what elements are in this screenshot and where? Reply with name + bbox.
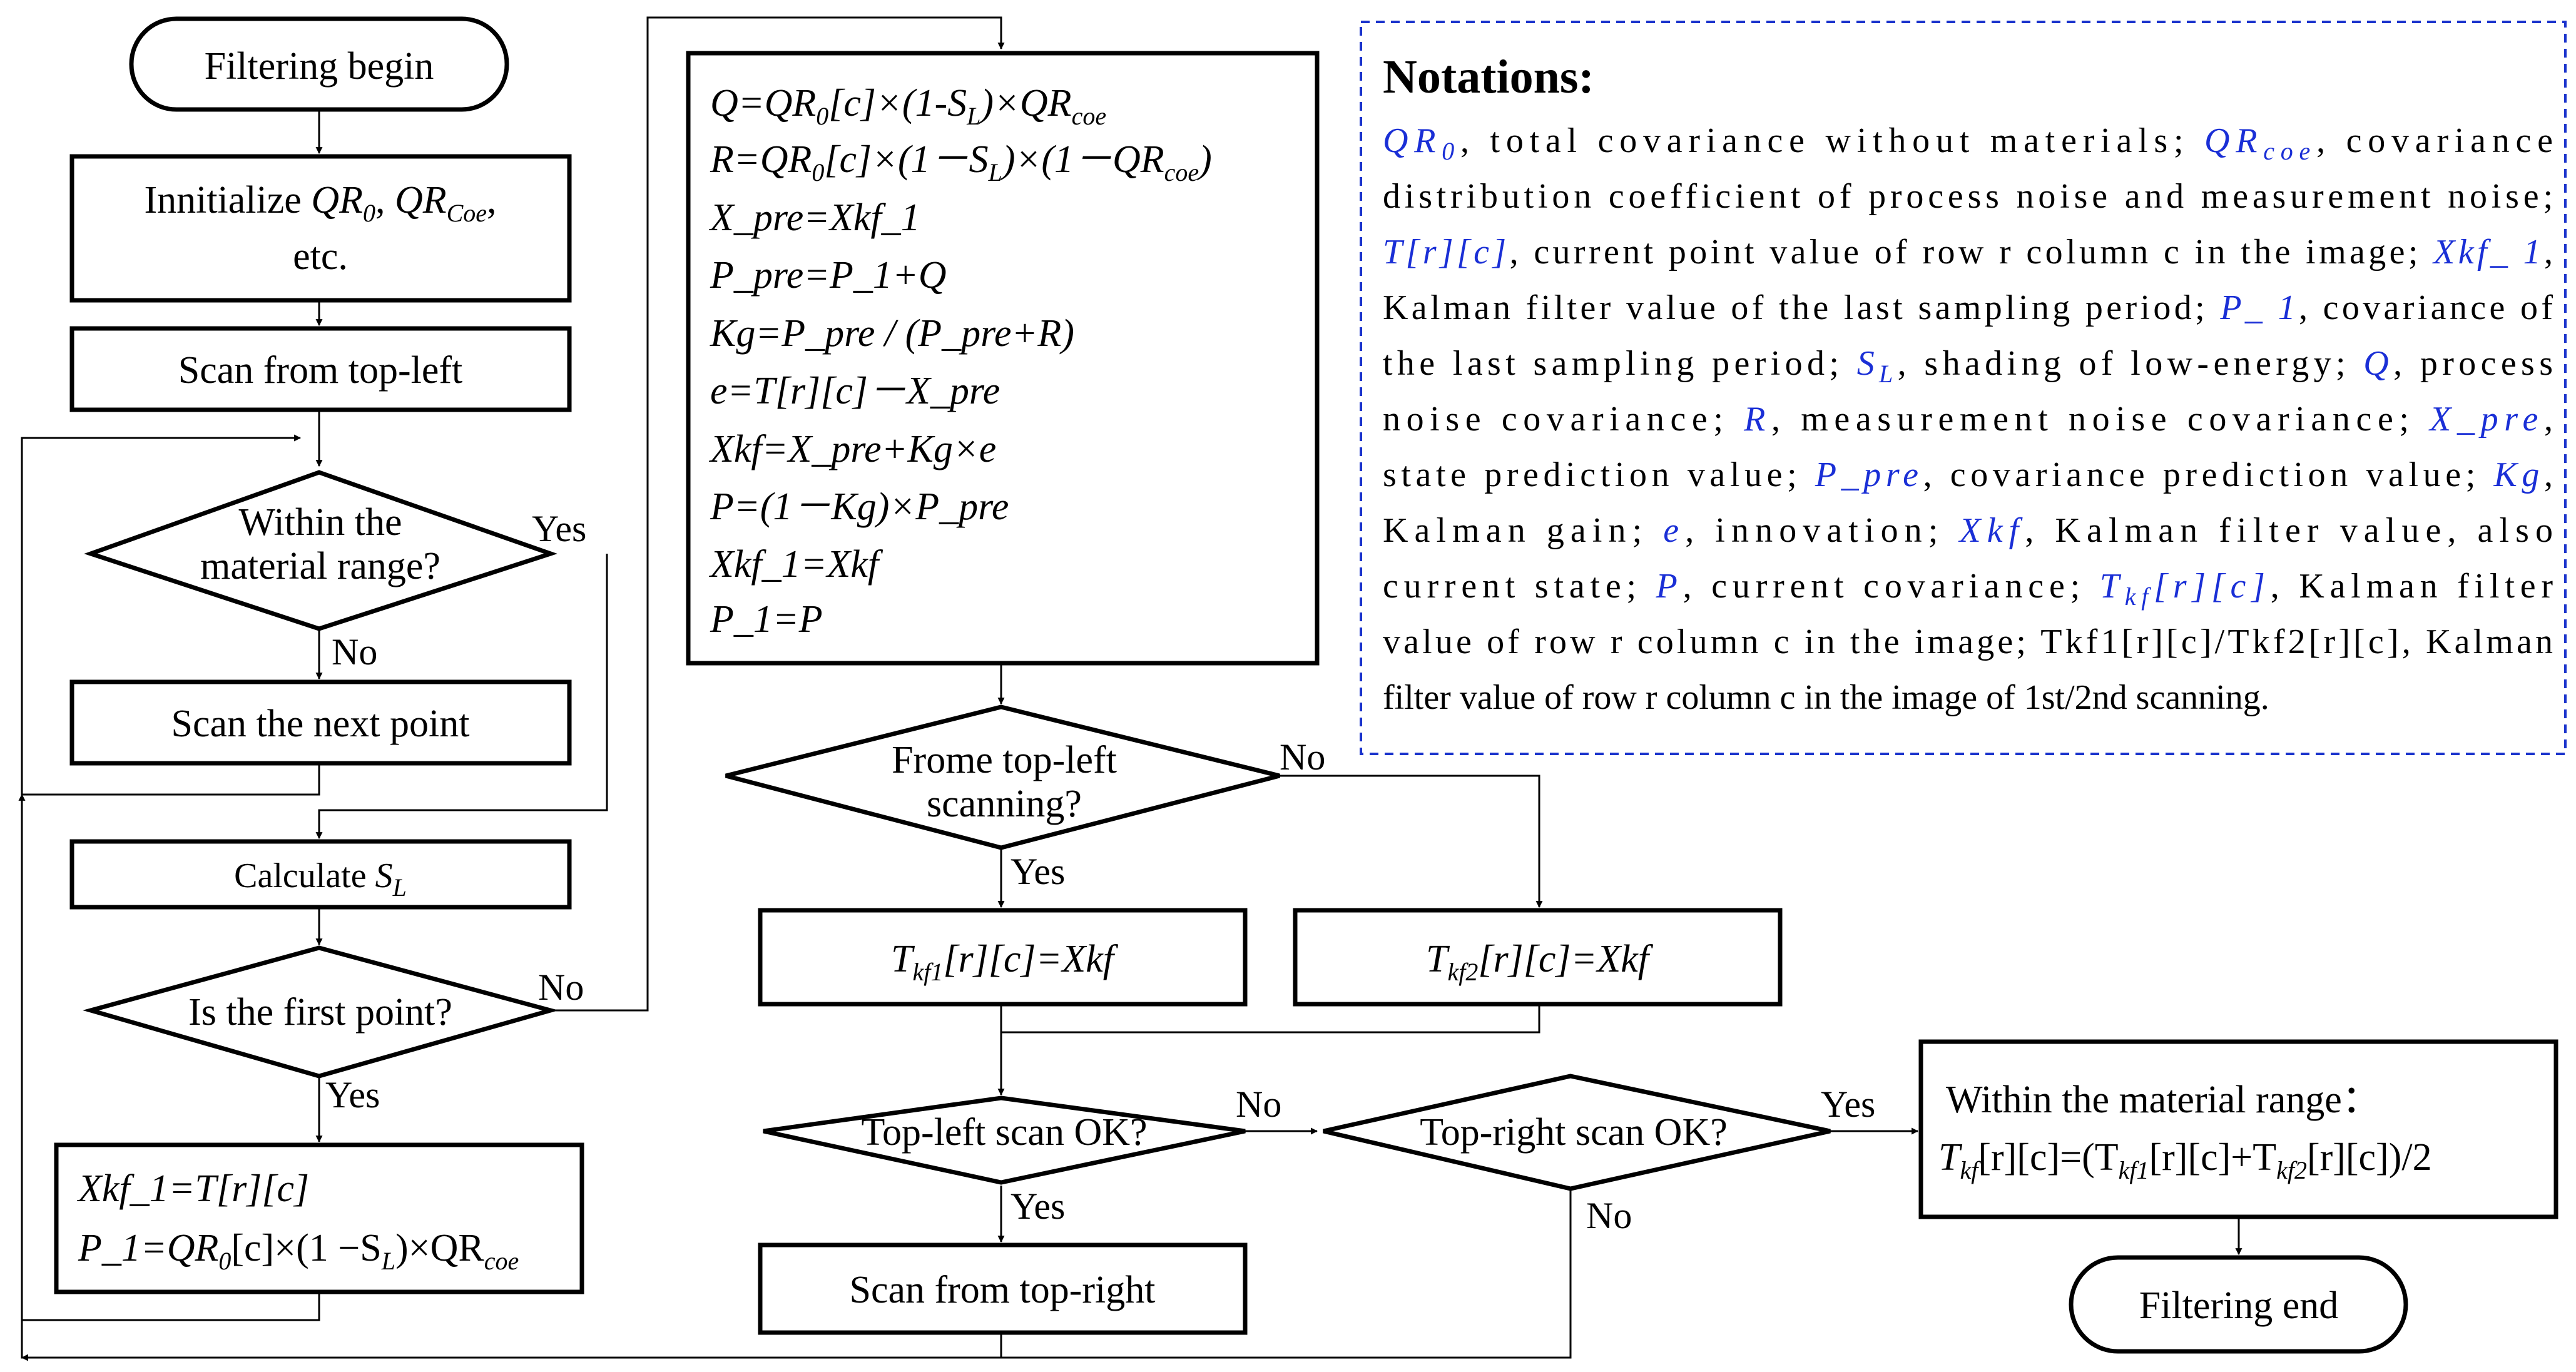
from-tl-line-2: scanning?: [927, 783, 1082, 825]
kalman-p-line: P=(1－Kg)×P_pre: [710, 485, 1009, 528]
end-label: Filtering end: [2139, 1284, 2339, 1327]
tkf1-box: Tkf1[r][c]=Xkf: [758, 908, 1248, 1007]
first-point-decision: Is the first point?: [83, 945, 559, 1079]
initialize-box: Innitialize QR0, QRCoe, etc.: [69, 154, 572, 303]
kalman-xkf-line: Xkf=X_pre+Kg×e: [708, 428, 996, 470]
first-point-no-label: No: [538, 967, 584, 1008]
start-label: Filtering begin: [205, 45, 434, 88]
init-xkf-box: Xkf_1=T[r][c] P_1=QR0[c]×(1 −SL)×QRcoe: [54, 1142, 584, 1294]
scan-top-right-label: Scan from top-right: [849, 1269, 1155, 1311]
init-line-2: etc.: [293, 235, 348, 278]
scan-top-left-label: Scan from top-left: [178, 349, 463, 392]
first-point-label: Is the first point?: [188, 991, 452, 1034]
branch-labels: Yes No No Yes No Yes No Yes Yes No: [325, 508, 1875, 1236]
final-line-2: Tkf[r][c]=(Tkf1[r][c]+Tkf2[r][c])/2: [1938, 1136, 2432, 1184]
conn-scantr-loop: [21, 1333, 1002, 1361]
tkf2-label: Tkf2[r][c]=Xkf: [1426, 938, 1654, 986]
tl-ok-label: Top-left scan OK?: [861, 1111, 1147, 1154]
from-top-left-decision: Frome top-left scanning?: [725, 704, 1280, 850]
within-material-decision: Within the material range?: [84, 470, 557, 631]
tkf2-box: Tkf2[r][c]=Xkf: [1293, 908, 1783, 1007]
tr-ok-yes-label: Yes: [1821, 1084, 1875, 1125]
tr-ok-no-label: No: [1586, 1195, 1632, 1236]
from-tl-line-1: Frome top-left: [892, 739, 1117, 781]
conn-first-no-kalman: [551, 16, 1005, 1012]
top-left-ok-decision: Top-left scan OK?: [763, 1095, 1246, 1185]
tl-ok-no-label: No: [1236, 1084, 1281, 1125]
end-terminal: Filtering end: [2069, 1255, 2408, 1354]
within-yes-label: Yes: [532, 508, 586, 549]
kalman-xkf1-line: Xkf_1=Xkf: [708, 543, 883, 586]
top-right-ok-decision: Top-right scan OK?: [1323, 1074, 1831, 1191]
within-line-2: material range?: [200, 545, 440, 587]
conn-within-yes-calc: [315, 554, 608, 840]
init-p-line: P_1=QR0[c]×(1 −SL)×QRcoe: [78, 1227, 519, 1275]
notations-line-11: filter value of row r column c in the im…: [1383, 678, 2269, 717]
notations-title: Notations:: [1383, 51, 1594, 103]
conn-tkf2-merge: [1001, 1004, 1540, 1034]
kalman-p1-line: P_1=P: [710, 598, 823, 641]
notations-line-4: Kalman filter value of the last sampling…: [1383, 288, 2553, 327]
notations-line-2: distribution coefficient of process nois…: [1383, 177, 2553, 216]
tkf1-label: Tkf1[r][c]=Xkf: [891, 938, 1119, 986]
scan-top-right-box: Scan from top-right: [758, 1242, 1248, 1335]
kalman-kg-line: Kg=P_pre / (P_pre+R): [710, 312, 1074, 355]
conn-init-loop: [18, 793, 320, 1321]
final-value-box: Within the material range： Tkf[r][c]=(Tk…: [1918, 1039, 2558, 1219]
kalman-r-line: R=QR0[c]×(1－SL)×(1－QRcoe): [710, 138, 1212, 186]
scan-top-left-box: Scan from top-left: [69, 326, 572, 412]
notations-line-8: Kalman gain; e, innovation; Xkf, Kalman …: [1383, 511, 2553, 550]
init-line-1: Innitialize QR0, QRCoe,: [144, 179, 496, 227]
notations-line-10: value of row r column c in the image; Tk…: [1383, 622, 2553, 661]
init-xkf-line: Xkf_1=T[r][c]: [76, 1167, 309, 1210]
calculate-sl-label: Calculate SL: [234, 856, 407, 902]
within-line-1: Within the: [239, 501, 402, 544]
tl-ok-yes-label: Yes: [1011, 1186, 1065, 1227]
kalman-xpre-line: X_pre=Xkf_1: [708, 196, 920, 239]
notations-line-6: noise covariance; R, measurement noise c…: [1383, 400, 2553, 439]
connectors: [18, 16, 2243, 1361]
first-point-yes-label: Yes: [325, 1074, 380, 1115]
within-no-label: No: [332, 631, 377, 673]
scan-next-label: Scan the next point: [171, 703, 470, 745]
final-line-1: Within the material range：: [1946, 1079, 2381, 1121]
kalman-ppre-line: P_pre=P_1+Q: [710, 254, 947, 297]
calculate-sl-box: Calculate SL: [69, 839, 572, 910]
kalman-update-box: Q=QR0[c]×(1-SL)×QRcoe R=QR0[c]×(1－SL)×(1…: [686, 51, 1320, 666]
from-tl-yes-label: Yes: [1011, 851, 1065, 892]
kalman-e-line: e=T[r][c]－X_pre: [710, 370, 1000, 412]
from-tl-no-label: No: [1280, 736, 1325, 778]
conn-fromtl-no-tkf2: [1280, 775, 1543, 908]
tr-ok-label: Top-right scan OK?: [1420, 1111, 1728, 1154]
scan-next-point-box: Scan the next point: [69, 679, 572, 766]
start-terminal: Filtering begin: [129, 16, 509, 112]
kalman-q-line: Q=QR0[c]×(1-SL)×QRcoe: [710, 82, 1106, 130]
notations-line-3: T[r][c], current point value of row r co…: [1383, 233, 2553, 272]
